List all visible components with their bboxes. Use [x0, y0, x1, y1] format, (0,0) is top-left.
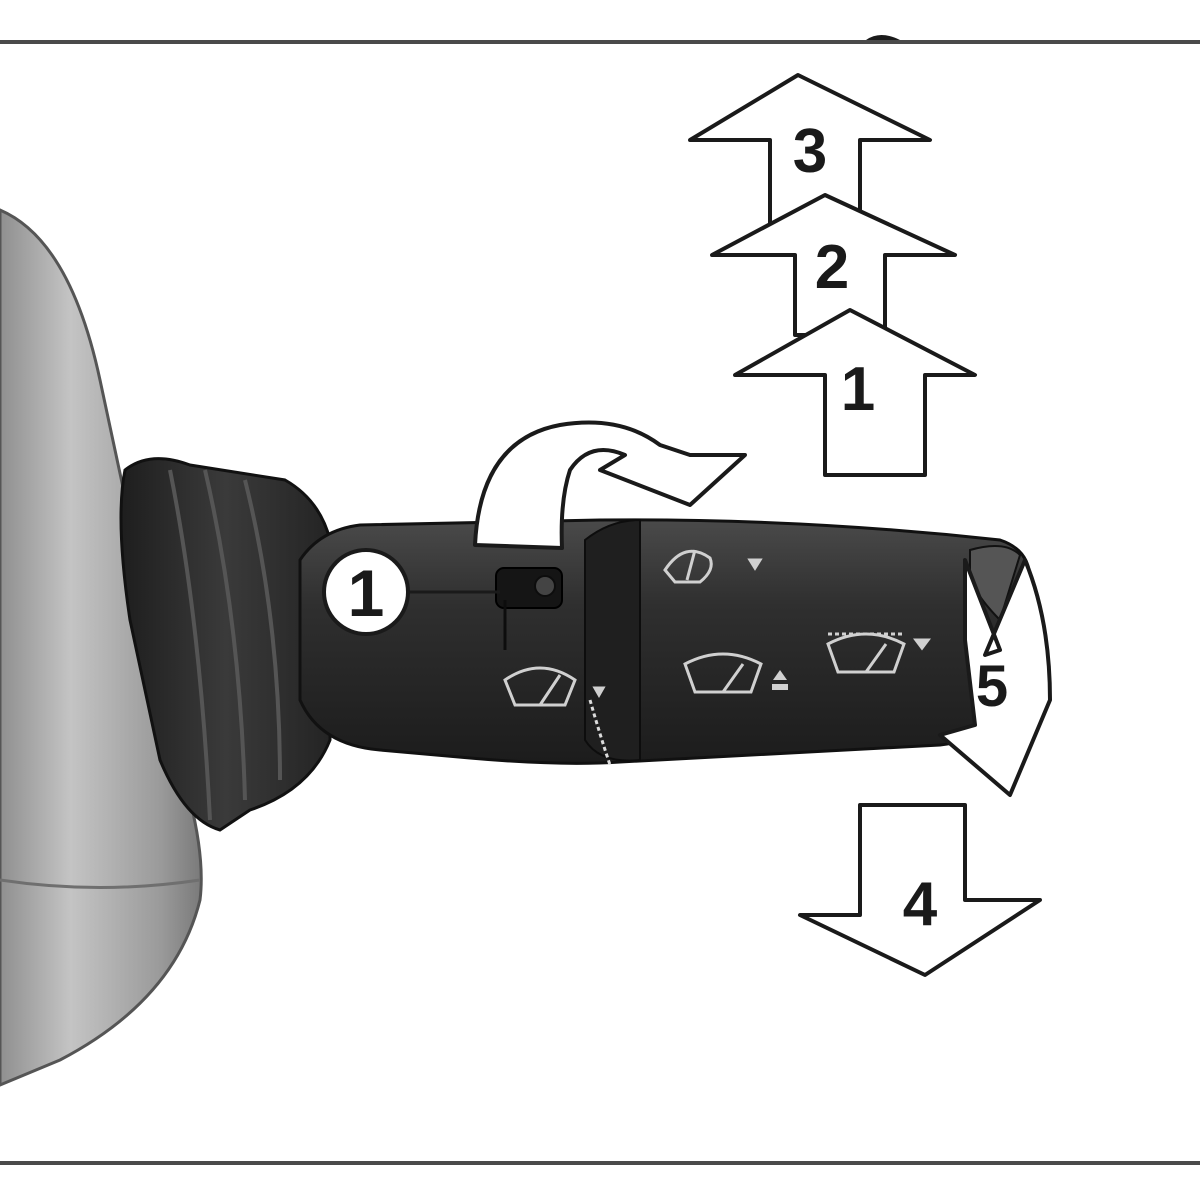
arrow-pull-5-label: 5 — [976, 654, 1008, 719]
arrow-down-4-label: 4 — [903, 870, 938, 939]
arrow-up-3-label: 3 — [793, 117, 827, 186]
arrow-up-1-label: 1 — [841, 355, 875, 424]
stalk-pin — [535, 576, 555, 596]
callout-label: 1 — [348, 556, 385, 630]
frame-corner-mark — [866, 35, 900, 40]
arrow-up-2-label: 2 — [815, 233, 849, 302]
